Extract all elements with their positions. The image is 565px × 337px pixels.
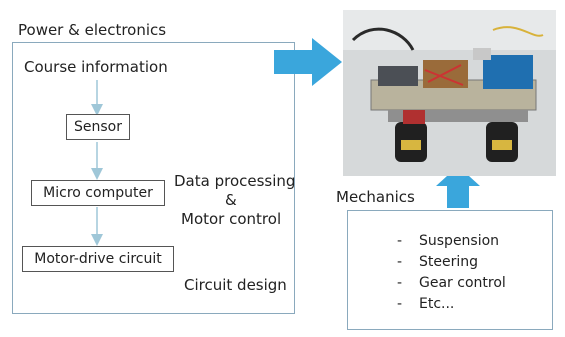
mechanics-item-steering: -Steering: [397, 254, 479, 270]
motor-control-label: Motor control: [181, 210, 282, 228]
circuit-design-label: Circuit design: [184, 276, 287, 294]
course-information-label: Course information: [24, 58, 168, 76]
sensor-node: Sensor: [66, 114, 130, 140]
ampersand-label: &: [225, 191, 237, 209]
up-arrow-icon: [436, 166, 480, 208]
power-electronics-title: Power & electronics: [18, 21, 167, 39]
mechanics-item-etc: -Etc...: [397, 296, 455, 312]
mechanics-title: Mechanics: [336, 188, 415, 206]
robot-car-photo: [343, 10, 556, 176]
mechanics-item-gear-control: -Gear control: [397, 275, 506, 291]
mechanics-item-suspension: -Suspension: [397, 233, 500, 249]
micro-computer-node: Micro computer: [31, 180, 165, 206]
mechanics-list: -Suspension -Steering -Gear control -Etc…: [397, 231, 506, 315]
data-processing-label: Data processing: [174, 172, 296, 190]
right-arrow-icon: [274, 38, 342, 86]
mechanics-panel: [347, 210, 553, 330]
motor-drive-circuit-node: Motor-drive circuit: [22, 246, 174, 272]
